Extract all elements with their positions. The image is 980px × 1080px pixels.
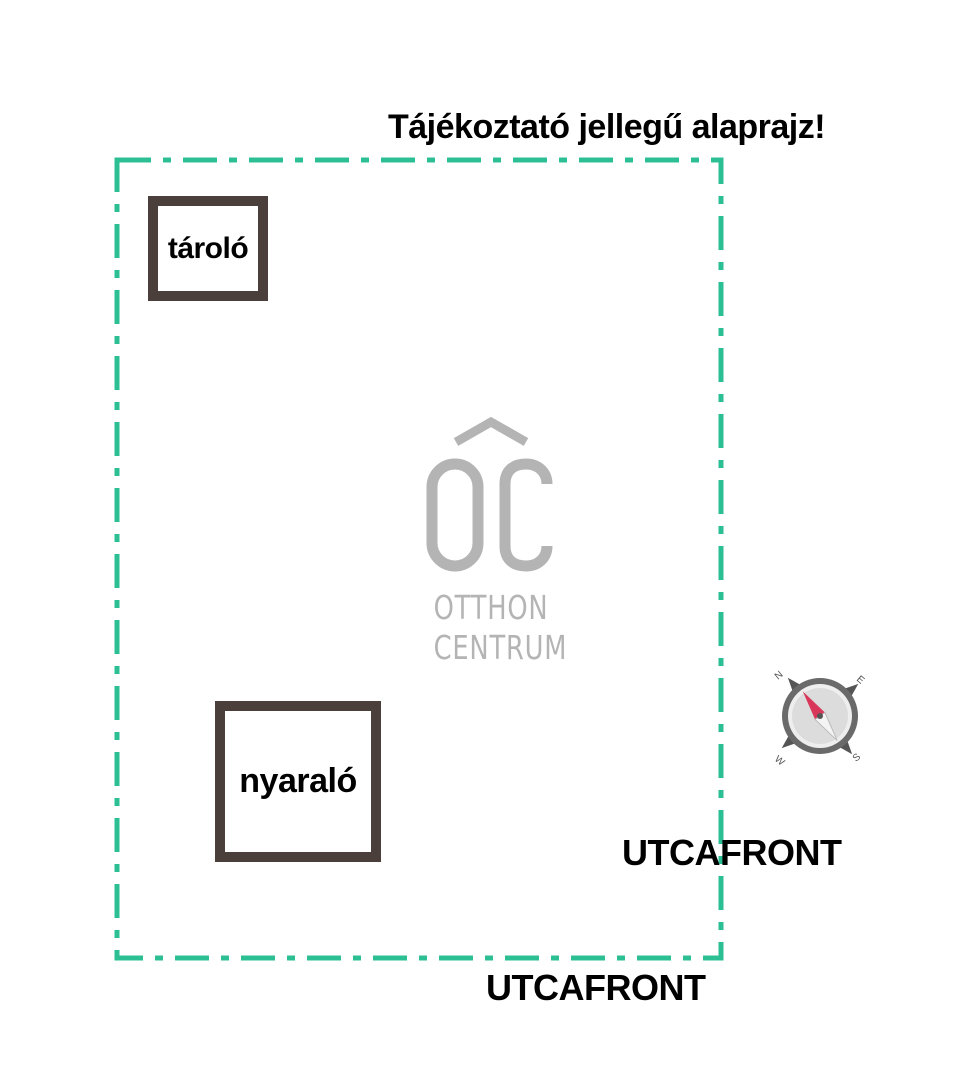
- street-front-label-bottom: UTCAFRONT: [486, 967, 706, 1008]
- holiday-house-label: nyaraló: [239, 762, 357, 800]
- logo-c-letter: [499, 458, 553, 572]
- otthon-centrum-logo: [426, 416, 553, 572]
- logo-line-otthon: OTTHON: [433, 588, 549, 627]
- compass-west-label: W: [772, 754, 787, 768]
- storage-building: tároló: [148, 196, 268, 301]
- compass-north-label: N: [773, 669, 786, 682]
- plan-title: Tájékoztató jellegű alaprajz!: [388, 108, 826, 146]
- holiday-house-building: nyaraló: [215, 701, 381, 862]
- logo-line-centrum: CENTRUM: [433, 628, 568, 667]
- storage-label: tároló: [167, 231, 249, 265]
- compass-south-label: S: [851, 751, 863, 764]
- logo-o-letter: [426, 458, 484, 572]
- compass-icon: N E S W: [772, 669, 866, 768]
- street-front-label-right: UTCAFRONT: [622, 832, 842, 873]
